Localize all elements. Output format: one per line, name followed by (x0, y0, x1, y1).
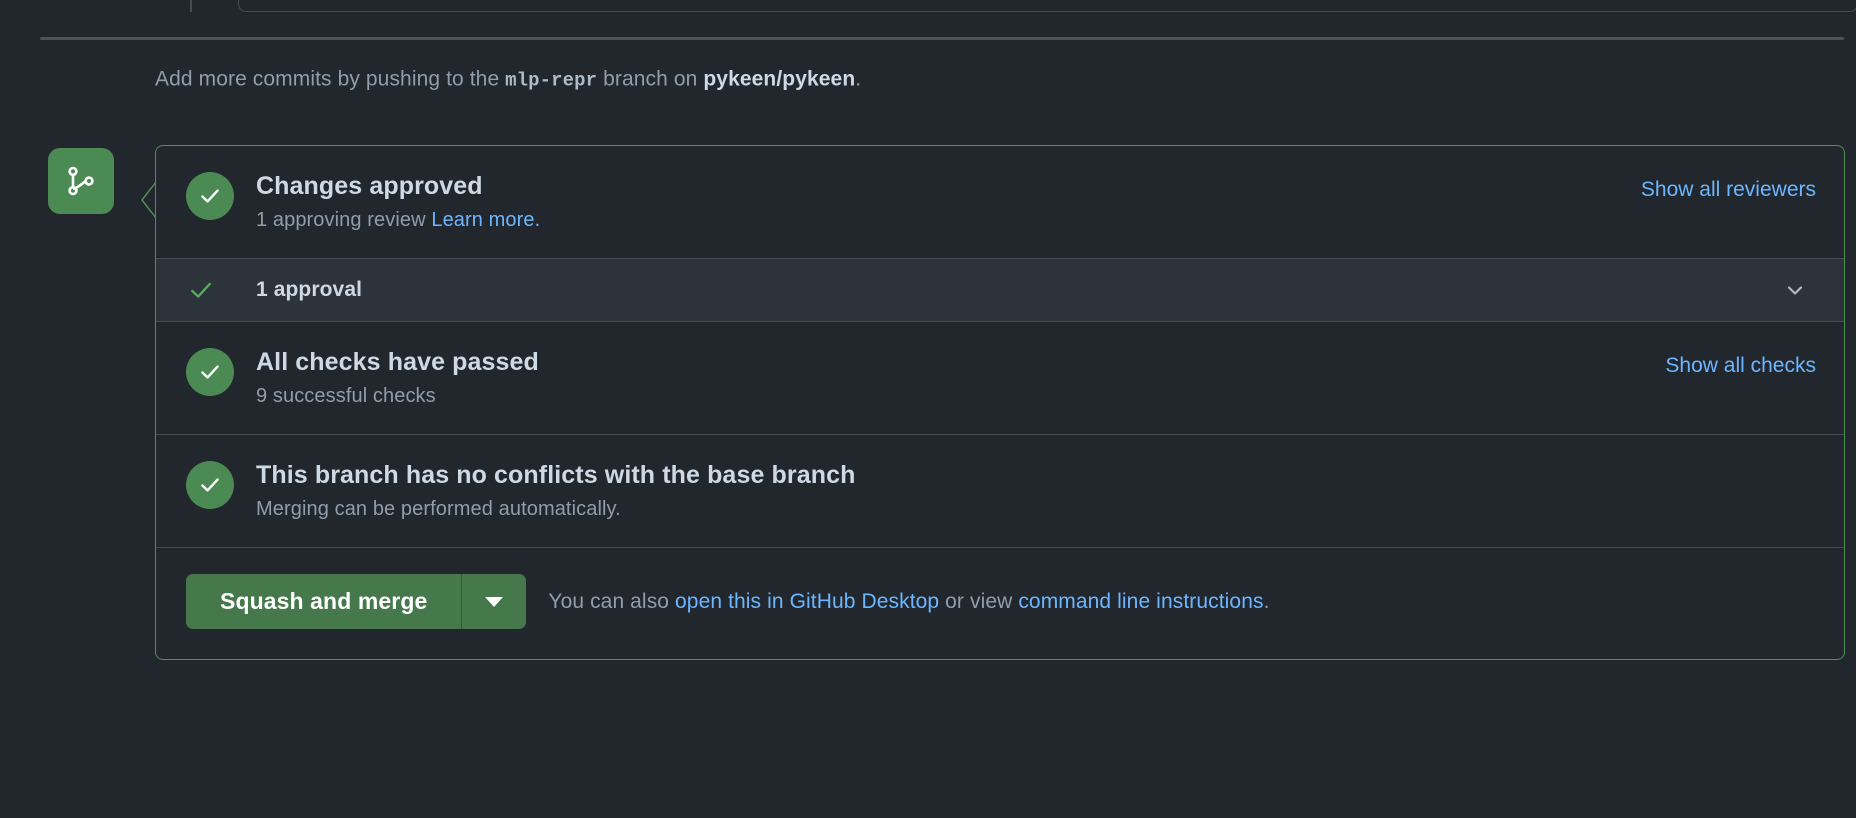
section-title: All checks have passed (256, 348, 539, 376)
check-circle-icon (186, 461, 234, 509)
check-icon (201, 189, 219, 203)
section-title: This branch has no conflicts with the ba… (256, 461, 856, 489)
approval-check-wrapper (186, 276, 216, 304)
branch-name: mlp-repr (505, 69, 598, 92)
check-icon (191, 282, 211, 298)
check-circle-icon (186, 348, 234, 396)
chevron-down-glyph (1787, 286, 1803, 295)
section-text-block: Changes approved 1 approving review Lear… (256, 170, 1621, 234)
show-all-checks-link[interactable]: Show all checks (1665, 354, 1816, 377)
merge-method-dropdown-button[interactable] (462, 574, 527, 629)
merge-section-changes-approved: Changes approved 1 approving review Lear… (156, 146, 1844, 258)
repository-name: pykeen/pykeen (703, 67, 856, 91)
merge-split-button: Squash and merge (186, 574, 527, 629)
push-hint-middle: branch on (603, 67, 698, 91)
show-all-reviewers-link[interactable]: Show all reviewers (1640, 178, 1816, 201)
chevron-down-icon[interactable] (1782, 277, 1808, 303)
merge-action-footer: Squash and merge You can also open this … (156, 547, 1844, 659)
merge-section-no-conflicts: This branch has no conflicts with the ba… (156, 434, 1844, 547)
check-circle-icon (186, 172, 234, 220)
previous-comment-box (238, 0, 1856, 12)
section-subtitle: Merging can be performed automatically. (256, 498, 621, 520)
approving-review-count: 1 approving review (256, 209, 426, 231)
git-merge-icon (68, 166, 94, 196)
section-divider (40, 37, 1844, 40)
merge-section-checks-passed: All checks have passed 9 successful chec… (156, 322, 1844, 434)
open-in-github-desktop-link[interactable]: open this in GitHub Desktop (675, 589, 940, 613)
section-title: Changes approved (256, 172, 483, 200)
merge-box: Changes approved 1 approving review Lear… (155, 145, 1845, 660)
triangle-down-icon (485, 596, 504, 607)
push-hint-suffix: . (855, 67, 862, 91)
timeline-rail (190, 0, 192, 12)
approval-summary-row[interactable]: 1 approval (156, 258, 1844, 322)
check-icon (201, 365, 219, 379)
check-icon (201, 478, 219, 492)
hint-prefix: You can also (548, 589, 670, 613)
approval-count-label: 1 approval (256, 278, 363, 301)
git-merge-badge (48, 148, 114, 214)
section-subtitle: 9 successful checks (256, 385, 436, 407)
squash-and-merge-button[interactable]: Squash and merge (186, 574, 463, 629)
section-subtitle: 1 approving review Learn more. (256, 207, 1621, 234)
learn-more-link[interactable]: Learn more. (431, 209, 541, 231)
hint-suffix: . (1263, 589, 1270, 613)
command-line-instructions-link[interactable]: command line instructions (1018, 589, 1264, 613)
push-commits-hint: Add more commits by pushing to the mlp-r… (155, 66, 861, 95)
merge-footer-hint: You can also open this in GitHub Desktop… (548, 588, 1269, 616)
merge-box-notch-fill (143, 183, 156, 217)
section-text-block: All checks have passed 9 successful chec… (256, 346, 1645, 410)
push-hint-prefix: Add more commits by pushing to the (155, 67, 500, 91)
hint-middle: or view (945, 589, 1013, 613)
section-text-block: This branch has no conflicts with the ba… (256, 459, 1816, 523)
